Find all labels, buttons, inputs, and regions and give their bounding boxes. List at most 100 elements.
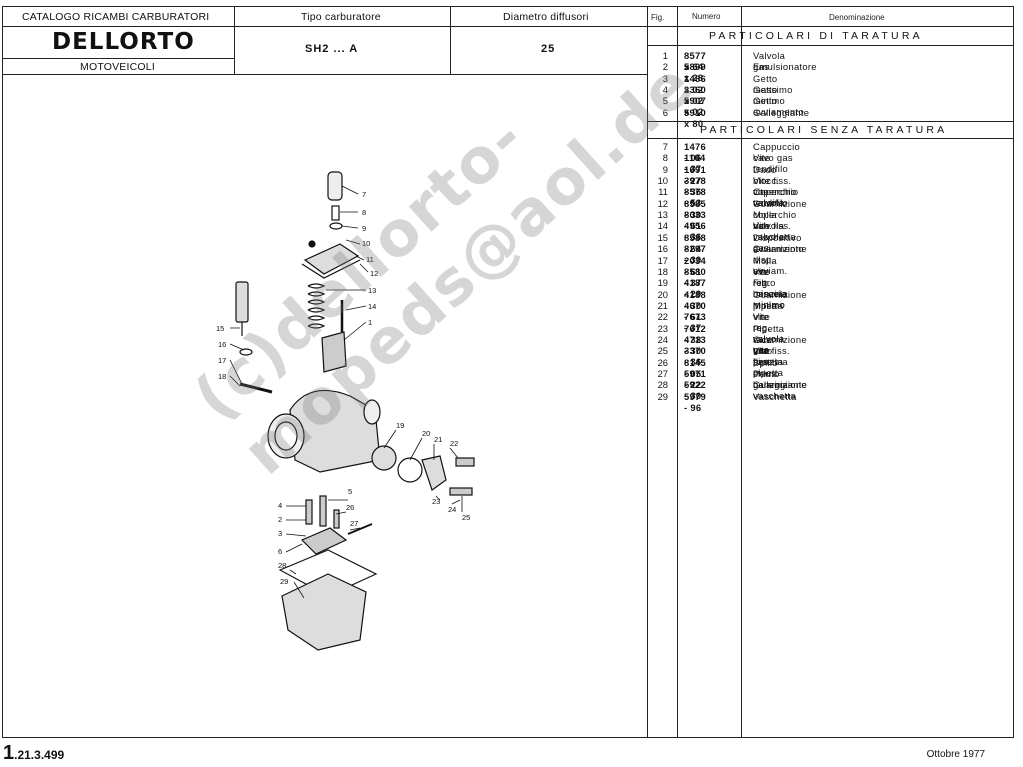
- parts-row-code: 8577 x 64: [684, 50, 707, 72]
- header-line-top: [2, 26, 647, 27]
- parts-row-code: 7612 - 38: [684, 322, 707, 345]
- callout-19: 19: [396, 421, 404, 430]
- parts-row-name: Dispositivo avviamento: [753, 231, 804, 254]
- parts-row-name: Guarnizione vite fiss. pipetta: [753, 333, 807, 367]
- parts-row-code: 8585 - 30: [684, 197, 707, 220]
- callout-1: 1: [368, 318, 372, 327]
- callout-2: 2: [278, 515, 282, 524]
- part-nut: [329, 222, 343, 230]
- col-name: Denominazione: [829, 13, 885, 22]
- parts-row-code: 8033 - 61: [684, 209, 707, 232]
- parts-row-code: 4713 - 30: [684, 333, 707, 356]
- parts-row-fig: 20: [657, 288, 668, 300]
- table-divider-number: [677, 6, 678, 738]
- parts-row-code: 1486 x 02: [684, 72, 707, 95]
- parts-row-code: 8580 - 37: [684, 265, 707, 288]
- diffuser-label: Diametro diffusori: [503, 11, 589, 23]
- parts-row-fig: 21: [657, 299, 668, 311]
- parts-row-name: Dado blocc. vite tendifilo: [753, 163, 789, 208]
- part-cover: [303, 243, 360, 275]
- parts-row-code: 5971 - 22: [684, 368, 707, 390]
- parts-row-code: 2034 - 61: [684, 254, 707, 277]
- callout-13: 13: [368, 286, 376, 295]
- part-body: [289, 389, 381, 473]
- parts-row-code: 5979 - 96: [684, 390, 707, 413]
- parts-row-name: Molla rich. valvola gas: [753, 209, 785, 254]
- part-filter: [371, 445, 397, 471]
- parts-row-name: Getto minimo: [753, 84, 786, 107]
- callout-6: 6: [278, 547, 282, 556]
- header-divider-2: [450, 6, 451, 74]
- callout-20: 20: [422, 429, 430, 438]
- callout-26: 26: [346, 503, 354, 512]
- parts-row-name: Coperchio valvola: [753, 186, 799, 209]
- parts-row-name: Pipetta racc. tubo benzina: [753, 322, 788, 367]
- parts-row-code: 4670 - 61: [684, 299, 707, 322]
- callout-14: 14: [368, 302, 376, 311]
- parts-row-name: Molla vite reg. valvola gas: [753, 299, 785, 355]
- page-number: 1.21.3.499: [3, 742, 64, 765]
- page-frame: [2, 6, 1014, 738]
- callout-22: 22: [450, 439, 458, 448]
- parts-row-fig: 27: [657, 368, 668, 379]
- parts-row-code: 1476 - 06: [684, 141, 707, 163]
- callout-10: 10: [362, 239, 370, 248]
- part-float: [300, 527, 348, 555]
- section-uncalibrated-title: PARTICOLARI SENZA TARATURA: [700, 124, 948, 136]
- callout-11: 11: [366, 255, 374, 264]
- parts-row-name: Guarnizione vaschetta: [753, 379, 807, 402]
- carb-type-label: Tipo carburatore: [301, 11, 381, 23]
- page-number-rest: .21.3.499: [14, 748, 65, 762]
- callout-18: 18: [218, 372, 226, 381]
- parts-row-code: 8578 - 53: [684, 186, 707, 209]
- parts-row-name: Vite tendifilo: [753, 152, 789, 175]
- parts-row-fig: 11: [658, 186, 668, 198]
- part-throttle-valve: [321, 331, 347, 373]
- parts-row-fig: 24: [657, 333, 668, 345]
- part-screw: [331, 205, 340, 221]
- callout-21: 21: [434, 435, 442, 444]
- callout-5: 5: [348, 487, 352, 496]
- parts-row-fig: 7: [662, 141, 668, 152]
- subtitle: MOTOVEICOLI: [80, 61, 155, 73]
- parts-row-fig: 17: [657, 254, 668, 266]
- parts-row-fig: 12: [657, 197, 668, 209]
- callout-7: 7: [362, 190, 366, 199]
- parts-row-name: Vite reg. valvola gas: [753, 311, 785, 356]
- section1-line: [647, 45, 1014, 46]
- callout-29: 29: [280, 577, 288, 586]
- callout-16: 16: [218, 340, 226, 349]
- brand-logo: DELLORTO: [52, 29, 195, 55]
- parts-row-fig: 26: [657, 356, 668, 368]
- page-number-big: 1: [3, 742, 15, 764]
- parts-row-name: Guarnizione pipetta: [753, 288, 807, 311]
- header-divider-1: [234, 6, 235, 74]
- carb-type-value: SH2 ... A: [305, 43, 359, 55]
- col-number: Numero: [692, 12, 721, 21]
- callout-9: 9: [362, 224, 366, 233]
- parts-row-name: Filtro benzina: [753, 277, 788, 300]
- parts-row-code: 5907 x 02: [684, 95, 707, 118]
- parts-row-fig: 1: [662, 50, 668, 61]
- parts-row-code: 4956 - 36: [684, 220, 707, 243]
- callout-28: 28: [278, 561, 286, 570]
- parts-row-name: Valvola gas: [753, 50, 786, 72]
- parts-row-code: 1104 - 37: [684, 152, 706, 175]
- parts-row-name: Spillo chius. benzina: [753, 356, 788, 390]
- parts-row-name: Getto avviamento: [753, 95, 804, 118]
- parts-row-name: Guarnizione disp. avviam.: [753, 243, 807, 277]
- parts-row-fig: 15: [657, 231, 668, 243]
- parts-row-code: 8145 - 05: [684, 356, 707, 379]
- part-cap: [327, 171, 343, 201]
- parts-row-name: Vite fiss. vaschetta: [753, 220, 796, 243]
- parts-row-code: 4187 - 29: [684, 277, 707, 300]
- parts-row-fig: 16: [657, 243, 668, 255]
- parts-row-fig: 28: [657, 379, 668, 391]
- parts-row-name: Vaschetta: [753, 390, 797, 402]
- parts-row-fig: 2: [662, 61, 668, 73]
- callout-8: 8: [362, 208, 366, 217]
- parts-row-fig: 25: [657, 345, 668, 357]
- parts-row-name: Getto massimo: [753, 72, 793, 95]
- parts-row-code: 3978 - 36: [684, 175, 707, 198]
